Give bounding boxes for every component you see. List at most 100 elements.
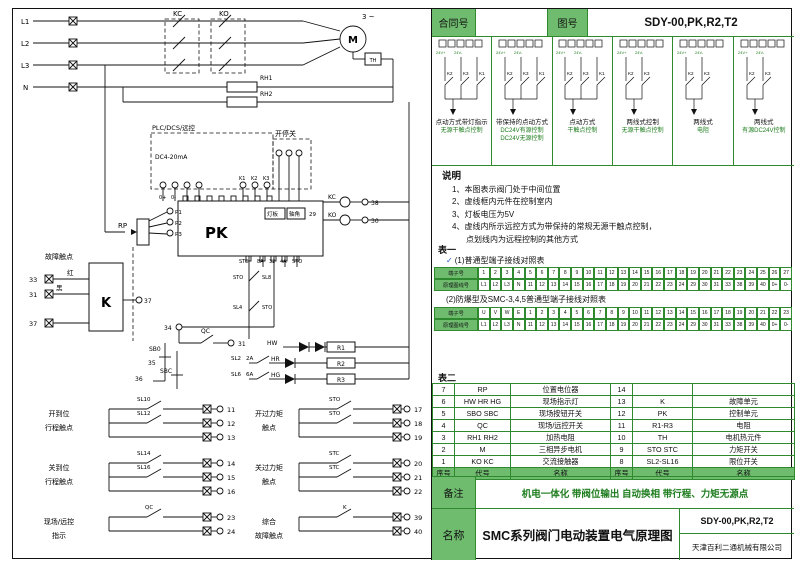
- table-cell: 39: [745, 279, 758, 291]
- table-cell: 16: [698, 307, 711, 319]
- table-cell: 18: [722, 307, 734, 319]
- table-cell: 21: [710, 267, 723, 279]
- schematic-label: 12: [227, 420, 235, 428]
- table-cell: 22: [768, 307, 781, 319]
- schematic-label: 37: [29, 320, 37, 328]
- schematic-label: K1: [239, 176, 245, 182]
- table-cell: 10: [582, 267, 595, 279]
- schematic-label: P3: [175, 232, 182, 238]
- table-cell: 12: [610, 407, 633, 420]
- table-cell: L3: [501, 319, 513, 331]
- schematic-label: SL8: [262, 275, 271, 281]
- table-cell: 24: [675, 279, 688, 291]
- table-cell: 22: [652, 279, 665, 291]
- table-cell: 22: [652, 319, 665, 331]
- table-cell: 电阻: [692, 419, 795, 432]
- svg-text:K2: K2: [628, 71, 634, 76]
- panel-caption-line: 两线式: [754, 119, 774, 126]
- svg-text:24V-: 24V-: [695, 50, 704, 55]
- schematic-label: 34: [164, 325, 172, 332]
- panel-mode-label: 干触点控制: [567, 128, 598, 134]
- schematic-label: STO: [233, 275, 243, 281]
- table-cell: 17: [594, 319, 606, 331]
- schematic-label: 3 ~: [362, 13, 375, 21]
- svg-text:24V-: 24V-: [514, 50, 523, 55]
- table-cell: 19: [687, 267, 699, 279]
- note-item: 3、灯板电压为5V: [452, 209, 515, 219]
- table-cell: 7: [594, 307, 606, 319]
- schematic-label: KO: [328, 212, 337, 219]
- svg-text:24V+: 24V+: [436, 50, 446, 55]
- table-cell: 力矩开关: [692, 443, 795, 456]
- table-cell: 6: [536, 267, 548, 279]
- table-cell: 24: [675, 319, 688, 331]
- svg-text:K3: K3: [463, 71, 469, 76]
- panel-caption-line: 点动方式: [569, 119, 596, 126]
- table-cell: 30: [698, 279, 711, 291]
- table-cell: 0-: [780, 279, 792, 291]
- table-cell: 23: [664, 279, 676, 291]
- svg-text:24V-: 24V-: [635, 50, 644, 55]
- table-cell: PK: [632, 407, 693, 420]
- svg-text:K3: K3: [765, 71, 771, 76]
- schematic-label: L2: [21, 40, 29, 48]
- schematic-label: DC4-20mA: [155, 154, 188, 161]
- table-cell: 29: [687, 279, 699, 291]
- table-cell: SL2-SL16: [632, 455, 693, 468]
- remark-row: 备注 机电一体化 带阀位输出 自动换相 带行程、力矩无源点: [432, 476, 794, 509]
- schematic-label: 30: [371, 218, 379, 225]
- table-cell: HW HR HG: [454, 395, 511, 408]
- contract-label: 合同号: [432, 9, 476, 36]
- panel-caption: 两线式有源DC24V控制: [734, 119, 794, 135]
- note-item: 2、虚线框内元件在控制室内: [452, 197, 553, 207]
- schematic-label: 2A: [246, 356, 253, 362]
- schematic-label: R2: [337, 361, 345, 368]
- table-cell: 40: [757, 319, 769, 331]
- table-cell: N: [512, 279, 525, 291]
- notes-title: 说明: [442, 171, 462, 182]
- schematic-label: HW: [267, 340, 278, 347]
- schematic-label: 故障触点: [45, 252, 73, 261]
- table-cell: L3: [501, 279, 513, 291]
- schematic-label: R1: [337, 345, 345, 352]
- table-cell: 限位开关: [692, 455, 795, 468]
- schematic-label: 6A: [246, 372, 253, 378]
- panel-mode-label: 无源干触点控制: [440, 128, 483, 134]
- table-cell: 10: [629, 307, 641, 319]
- table-cell: 故障单元: [692, 395, 795, 408]
- table-cell: 6: [432, 395, 455, 408]
- table-cell: 3: [501, 267, 513, 279]
- table-cell: 9: [617, 307, 630, 319]
- schematic-label: RH2: [260, 91, 273, 98]
- schematic-label: HR: [271, 356, 280, 363]
- table-cell: RP: [454, 383, 511, 396]
- drawing-number: SDY-00,PK,R2,T2: [644, 16, 738, 29]
- table-cell: 38: [733, 319, 746, 331]
- table1-sub1-title: ✓(1)普通型端子接线对照表: [446, 255, 544, 266]
- table-cell: 14: [629, 267, 641, 279]
- schematic-label: 关到位: [49, 463, 70, 472]
- svg-text:24V-: 24V-: [454, 50, 463, 55]
- svg-text:K3: K3: [704, 71, 710, 76]
- table-cell: 21: [640, 279, 653, 291]
- table-cell: 27: [780, 267, 792, 279]
- schematic-label: STC: [239, 259, 249, 265]
- table-cell: 5: [432, 407, 455, 420]
- table-cell: 23: [664, 319, 676, 331]
- drawing-title: SMC系列阀门电动装置电气原理图: [476, 509, 680, 560]
- schematic-label: RH1: [260, 75, 273, 82]
- table-cell: 19: [733, 307, 746, 319]
- schematic-label: 17: [414, 406, 422, 414]
- schematic-label: 16: [227, 488, 235, 496]
- schematic-label: 31: [238, 341, 246, 348]
- schematic-label: SL6: [231, 372, 242, 378]
